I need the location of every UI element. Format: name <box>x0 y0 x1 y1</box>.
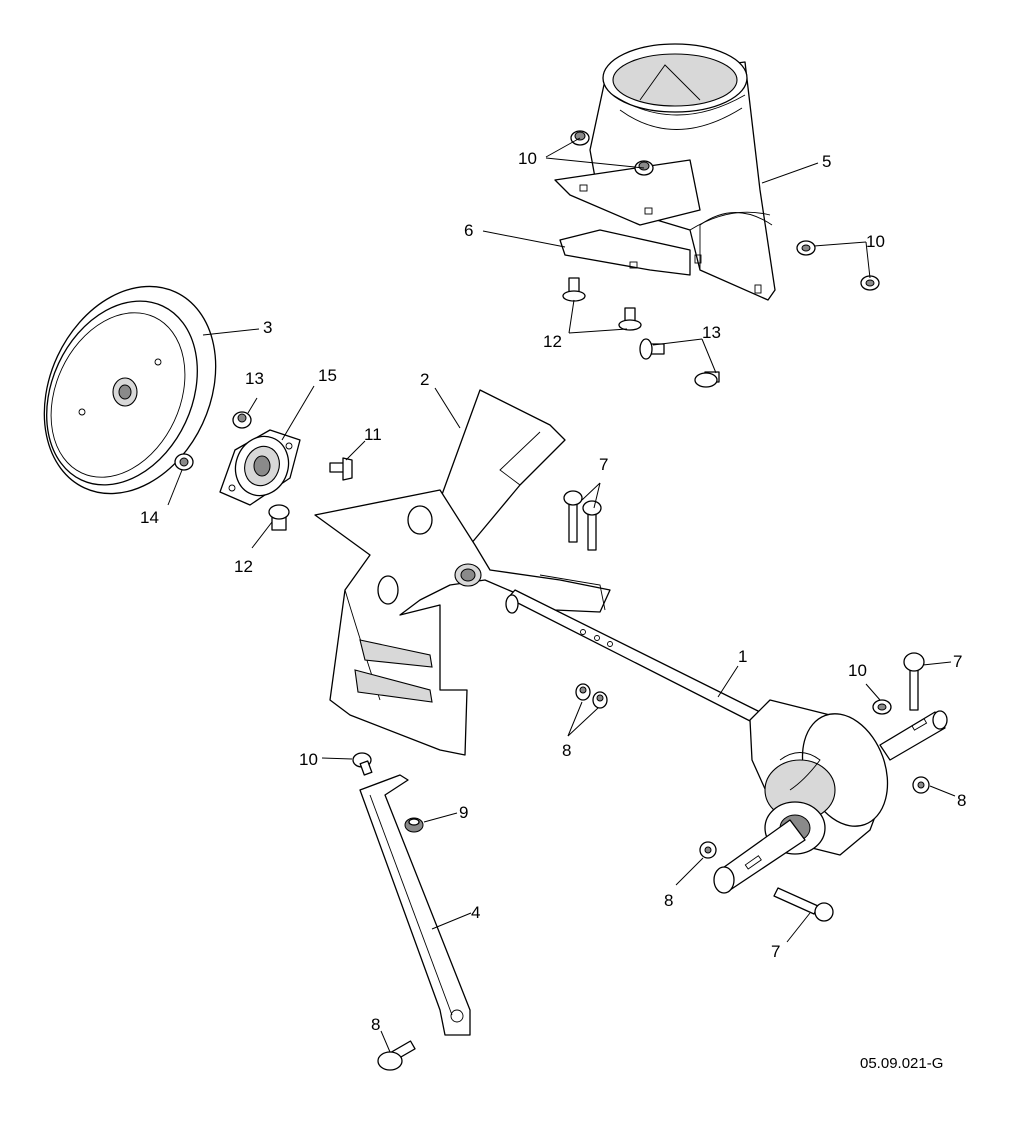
callout-1: 1 <box>738 647 747 666</box>
bolt-13-d <box>694 371 720 388</box>
callout-14-lower: 14 <box>140 508 159 527</box>
pin-9 <box>377 1040 416 1071</box>
nut-8-c <box>912 776 930 794</box>
callout-10-upper: 10 <box>518 149 537 168</box>
callout-7-middle: 7 <box>599 455 608 474</box>
bolt-13-a <box>562 277 586 302</box>
callout-8-middle: 8 <box>562 741 571 760</box>
callout-13-left: 12 <box>543 332 562 351</box>
arm-part-4 <box>359 774 471 1036</box>
callout-14-upper: 13 <box>245 369 264 388</box>
bolt-13-c <box>639 338 665 360</box>
bolt-13-b <box>618 307 642 331</box>
callout-11: 10 <box>299 750 318 769</box>
callout-2: 2 <box>420 370 429 389</box>
callout-5: 5 <box>822 152 831 171</box>
callout-labels: 10 5 6 10 3 12 13 15 13 2 11 7 14 12 1 1… <box>140 149 966 1072</box>
callout-7-right: 7 <box>953 652 962 671</box>
callout-3: 3 <box>263 318 272 337</box>
callout-6: 6 <box>464 221 473 240</box>
callout-13-right: 13 <box>702 323 721 342</box>
callout-10-arm: 9 <box>459 803 468 822</box>
chute-housing-part-2 <box>314 389 611 756</box>
callout-8-right: 8 <box>957 791 966 810</box>
callout-4: 4 <box>471 903 480 922</box>
bolt-7-d <box>773 887 834 922</box>
nut-14-b <box>174 453 194 471</box>
flange-bearing-part-15 <box>219 429 301 506</box>
nut-10-arm <box>404 817 424 833</box>
shaft-gearbox-part-1 <box>505 589 948 894</box>
chute-adapter-part-5 <box>554 43 776 301</box>
callout-12-lower: 12 <box>234 557 253 576</box>
bolt-12-b <box>268 504 290 531</box>
leader-lines <box>167 137 956 1053</box>
nut-8-d <box>699 841 717 859</box>
nut-14-a <box>232 411 252 429</box>
figure-reference-code: 05.09.021-G <box>860 1055 943 1072</box>
callout-9: 8 <box>371 1015 380 1034</box>
nut-10-gearbox <box>872 699 892 715</box>
callout-8-lower: 8 <box>664 891 673 910</box>
nut-8-b <box>592 691 608 709</box>
bolt-12-a <box>329 457 353 481</box>
callout-7-lower: 7 <box>771 942 780 961</box>
bolt-7-a <box>563 490 583 543</box>
nut-10-right-b <box>860 275 880 291</box>
nut-10-right-a <box>796 240 816 256</box>
bolt-7-c <box>903 652 925 711</box>
nut-8-a <box>575 683 591 701</box>
callout-12-upper: 11 <box>364 425 382 444</box>
callout-10-gearbox: 10 <box>848 661 867 680</box>
bolt-11 <box>352 752 373 776</box>
bolt-7-b <box>582 500 602 551</box>
callout-15: 15 <box>318 366 337 385</box>
callout-10-right: 10 <box>866 232 885 251</box>
pulley-part-3 <box>43 285 217 495</box>
